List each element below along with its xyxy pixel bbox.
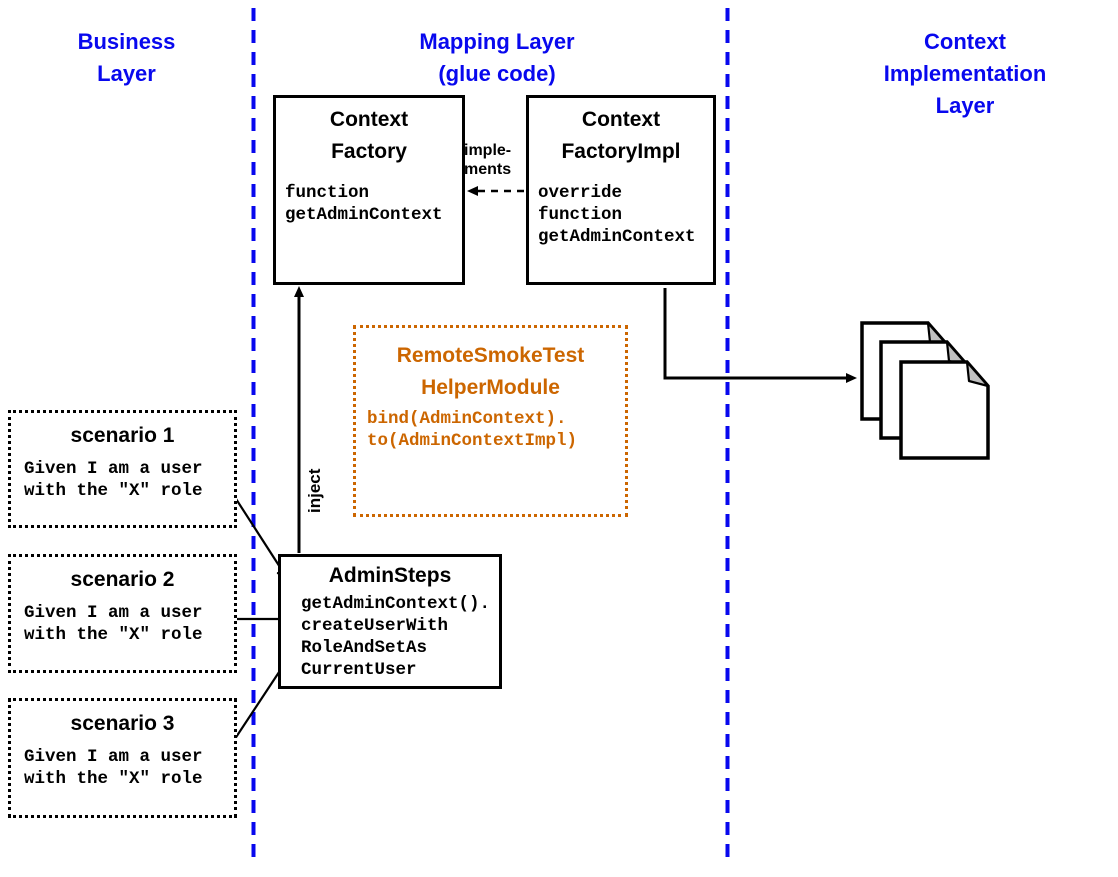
implements-label: imple- ments — [464, 142, 512, 178]
context-factoryimpl-box: Context FactoryImpl override function ge… — [526, 95, 716, 285]
admin-steps-title: AdminSteps — [328, 564, 452, 587]
layer-title-business: Business Layer — [77, 29, 176, 86]
factoryimpl-to-documents-arrow — [663, 288, 857, 383]
context-factoryimpl-title: Context FactoryImpl — [561, 108, 681, 163]
context-factory-title: Context Factory — [329, 108, 409, 163]
helper-module-code: bind(AdminContext). to(AdminContextImpl) — [367, 409, 578, 451]
layer-title-context-implementation: Context Implementation Layer — [883, 29, 1047, 118]
inject-label: inject — [305, 468, 324, 513]
layer-title-mapping: Mapping Layer (glue code) — [419, 29, 575, 86]
scenario-3-box: scenario 3 Given I am a user with the "X… — [8, 698, 237, 818]
admin-steps-code: getAdminContext(). createUserWith RoleAn… — [301, 594, 491, 680]
scenario-2-title: scenario 2 — [70, 568, 175, 591]
scenario-2-code: Given I am a user with the "X" role — [24, 603, 203, 645]
document-page-front — [899, 360, 990, 460]
helper-module-title: RemoteSmokeTest HelperModule — [396, 344, 585, 399]
document-stack-icon — [860, 321, 990, 460]
context-factoryimpl-code: override function getAdminContext — [538, 183, 696, 247]
scenario-2-box: scenario 2 Given I am a user with the "X… — [8, 554, 237, 673]
scenario-3-title: scenario 3 — [70, 712, 175, 735]
scenario-3-code: Given I am a user with the "X" role — [24, 747, 203, 789]
admin-steps-box: AdminSteps getAdminContext(). createUser… — [278, 554, 502, 689]
context-factory-box: Context Factory function getAdminContext — [273, 95, 465, 285]
context-factory-code: function getAdminContext — [285, 183, 443, 225]
scenario-1-code: Given I am a user with the "X" role — [24, 459, 203, 501]
scenario-1-box: scenario 1 Given I am a user with the "X… — [8, 410, 237, 528]
helper-module-box: RemoteSmokeTest HelperModule bind(AdminC… — [353, 325, 628, 517]
scenario-1-title: scenario 1 — [70, 424, 175, 447]
